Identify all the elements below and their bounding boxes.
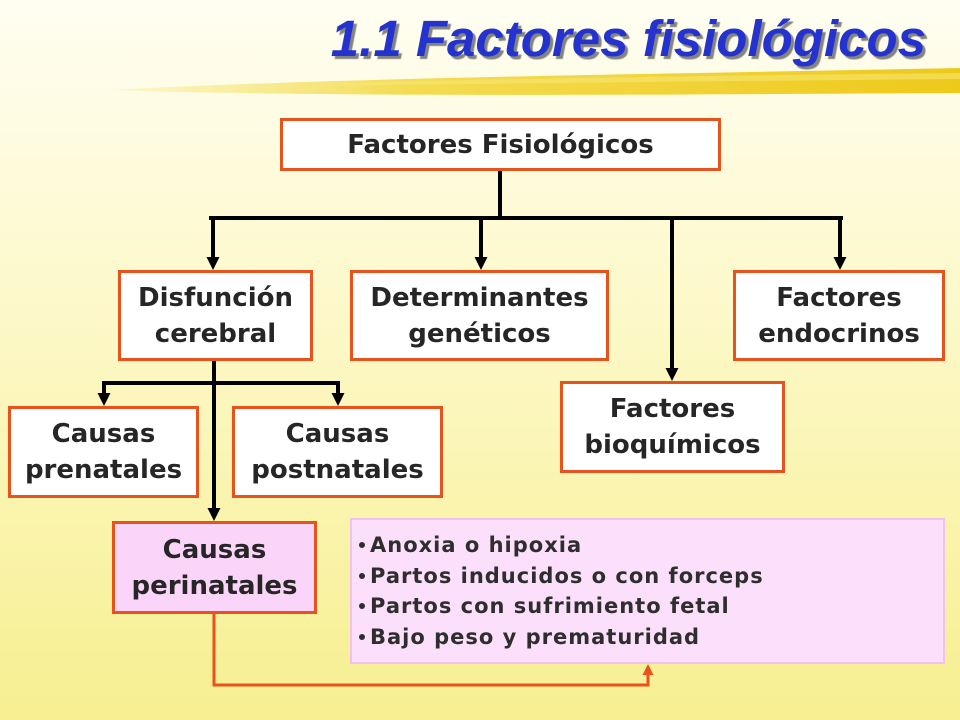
node-label-line-1: Disfunción xyxy=(138,282,293,313)
node-label-line-1: Factores xyxy=(609,394,736,424)
title-underline-brushstroke xyxy=(108,68,960,95)
node-label-line-1: Determinantes xyxy=(370,282,589,313)
brushstroke-highlight xyxy=(300,73,960,86)
bullet-icon xyxy=(359,603,365,610)
list-item-text: Anoxia o hipoxia xyxy=(370,533,583,558)
node-label-line-2: prenatales xyxy=(24,455,183,485)
node-label-line-2: postnatales xyxy=(251,455,424,485)
list-item: Partos con sufrimiento fetal xyxy=(359,591,943,622)
list-item-text: Partos inducidos o con forceps xyxy=(370,563,764,588)
node-label-line-2: endocrinos xyxy=(758,318,920,349)
arrow-perinatales-to-details xyxy=(212,612,654,687)
bullet-icon xyxy=(359,633,365,640)
node-label-line-1: Factores xyxy=(776,282,902,313)
node-disfuncion-cerebral: Disfunción cerebral xyxy=(118,270,313,361)
node-causas-prenatales: Causas prenatales xyxy=(8,406,199,498)
list-item-text: Bajo peso y prematuridad xyxy=(370,624,701,649)
list-item: Partos inducidos o con forceps xyxy=(359,561,943,592)
node-factores-fisiologicos: Factores Fisiológicos xyxy=(280,118,721,171)
slide-title: 1.1 Factores fisiológicos xyxy=(330,10,926,67)
bullet-icon xyxy=(359,572,365,579)
node-factores-endocrinos: Factores endocrinos xyxy=(733,270,945,361)
list-item-text: Partos con sufrimiento fetal xyxy=(370,594,730,619)
node-label-line-1: Causas xyxy=(51,419,156,449)
node-label-line-1: Causas xyxy=(285,419,390,449)
node-label-line-2: bioquímicos xyxy=(584,430,761,460)
node-causas-perinatales: Causas perinatales xyxy=(112,521,317,614)
node-label: Factores Fisiológicos xyxy=(347,129,654,160)
node-determinantes-geneticos: Determinantes genéticos xyxy=(350,270,609,361)
bullet-icon xyxy=(359,542,365,549)
node-label-line-2: perinatales xyxy=(131,570,298,601)
node-causas-postnatales: Causas postnatales xyxy=(232,406,443,498)
list-item: Anoxia o hipoxia xyxy=(359,530,943,561)
node-factores-bioquimicos: Factores bioquímicos xyxy=(560,381,785,473)
perinatal-causes-list: Anoxia o hipoxia Partos inducidos o con … xyxy=(350,518,945,664)
node-label-line-2: genéticos xyxy=(408,318,551,349)
node-label-line-2: cerebral xyxy=(154,318,277,349)
node-label-line-1: Causas xyxy=(162,534,267,565)
list-item: Bajo peso y prematuridad xyxy=(359,622,943,653)
